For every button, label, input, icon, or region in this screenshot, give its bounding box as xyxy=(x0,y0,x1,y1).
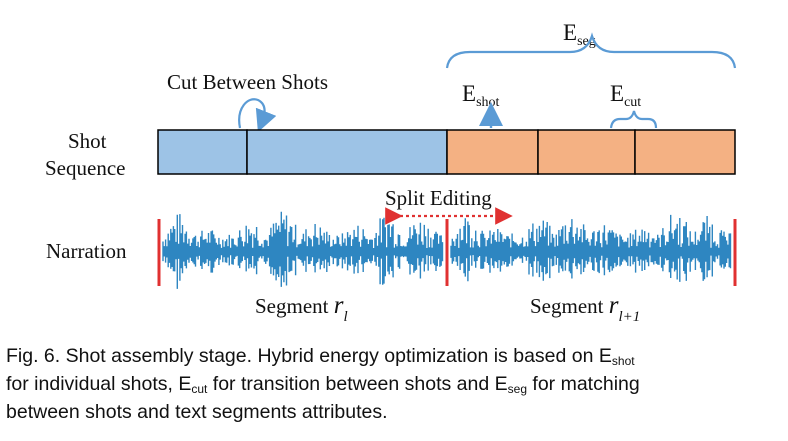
narration-label: Narration xyxy=(46,239,127,263)
shot-assembly-diagram: Eseg Cut Between Shots Eshot Ecut Shot S… xyxy=(45,20,737,325)
waveform-trace xyxy=(450,214,732,282)
cut-curve-arrow xyxy=(238,98,277,133)
caption-line-3: between shots and text segments attribut… xyxy=(6,401,388,423)
shot-box-4 xyxy=(537,129,636,175)
caption-line-1: Fig. 6. Shot assembly stage. Hybrid ener… xyxy=(6,345,635,368)
e-shot-label: Eshot xyxy=(462,81,500,110)
caption-line-2: for individual shots, Ecut for transitio… xyxy=(6,373,640,396)
cut-between-shots-label: Cut Between Shots xyxy=(167,70,328,94)
e-cut-brace xyxy=(609,110,658,129)
shot-box-3 xyxy=(446,129,539,175)
e-seg-label: Eseg xyxy=(563,20,596,49)
narration-waveform-segment-l1 xyxy=(450,214,732,282)
shot-box-2 xyxy=(246,129,448,175)
shot-sequence-label-line2: Sequence xyxy=(45,156,125,180)
figure-caption: Fig. 6. Shot assembly stage. Hybrid ener… xyxy=(6,342,786,426)
shot-box-5 xyxy=(634,129,736,175)
split-editing-label: Split Editing xyxy=(385,186,492,210)
segment-l-label: Segment rl xyxy=(255,292,348,325)
e-seg-brace xyxy=(445,32,737,69)
narration-waveform-segment-l xyxy=(162,211,444,289)
e-cut-label: Ecut xyxy=(610,81,641,110)
segment-l1-label: Segment rl+1 xyxy=(530,292,640,325)
shot-box-1 xyxy=(157,129,248,175)
shot-sequence-label-line1: Shot xyxy=(68,129,107,153)
waveform-trace xyxy=(162,211,444,289)
caption-fig-label: Fig. 6. xyxy=(6,345,61,367)
